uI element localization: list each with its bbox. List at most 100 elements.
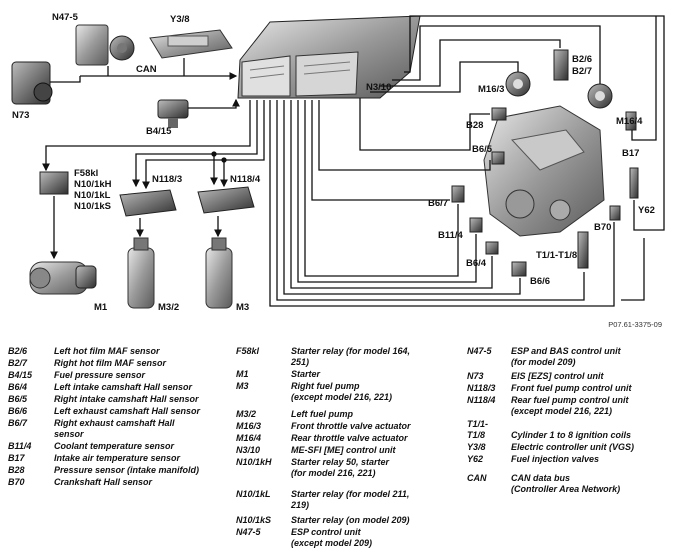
legend-description: Starter relay (for model 211, 219) (291, 489, 410, 510)
legend-code: B28 (8, 465, 25, 475)
b6-6-sensor (511, 261, 527, 277)
n3-10-control-unit (237, 15, 421, 99)
m3-fuel-pump (205, 237, 233, 309)
legend-description: Left fuel pump (291, 409, 353, 419)
legend-description: Starter relay (on model 209) (291, 515, 410, 525)
label-m3-2: M3/2 (158, 302, 179, 313)
b6-4-sensor (485, 241, 499, 255)
legend-description: Right hot film MAF sensor (54, 358, 166, 368)
legend-description: Left intake camshaft Hall sensor (54, 382, 193, 392)
legend-code: N47-5 (236, 527, 261, 537)
legend-code: Y62 (467, 454, 484, 464)
n47-5-unit (75, 24, 135, 66)
legend-row: B11/4 Coolant temperature sensor (8, 441, 223, 452)
label-y3-8: Y3/8 (170, 14, 190, 25)
legend-description: Coolant temperature sensor (54, 441, 175, 451)
label-b11-4: B11/4 (438, 230, 464, 241)
b17-sensor (625, 111, 637, 131)
legend-code: B6/4 (8, 382, 28, 392)
b4-15-sensor (157, 99, 189, 128)
label-b70: B70 (594, 222, 611, 233)
y62-injector (629, 167, 639, 199)
label-b2-7: B2/7 (572, 66, 592, 77)
legend-row: B4/15 Fuel pressure sensor (8, 370, 223, 381)
legend-description: Crankshaft Hall sensor (54, 477, 153, 487)
legend-description: Intake air temperature sensor (54, 453, 181, 463)
legend-row: B6/4 Left intake camshaft Hall sensor (8, 382, 223, 393)
legend-description: Left hot film MAF sensor (54, 346, 160, 356)
legend-code: B2/6 (8, 346, 28, 356)
label-b6-7: B6/7 (428, 198, 448, 209)
legend-description: CAN data bus (Controller Area Network) (511, 473, 621, 494)
legend-description: Electric controller unit (VGS) (511, 442, 635, 452)
legend-code: B6/7 (8, 418, 28, 428)
figure-reference-code: P07.61-3375-09 (608, 320, 662, 329)
label-can: CAN (136, 64, 157, 75)
legend-code: N10/1kL (236, 489, 271, 499)
y3-8-unit (149, 29, 233, 59)
m16-3-throttle (505, 71, 531, 97)
legend-code: T1/1- T1/8 (467, 419, 489, 440)
legend-code: M16/3 (236, 421, 262, 431)
legend-code: N73 (467, 371, 484, 381)
engine-block (483, 105, 605, 237)
b28-sensor (491, 107, 507, 121)
legend-code: F58kl (236, 346, 260, 356)
label-n3-10: N3/10 (366, 82, 391, 93)
legend-row: T1/1- T1/8 Cylinder 1 to 8 ignition coil… (467, 419, 672, 441)
n118-4-unit (197, 186, 255, 214)
legend-code: N10/1kS (236, 515, 272, 525)
legend-code: M16/4 (236, 433, 262, 443)
legend-row: N47-5 ESP and BAS control unit (for model… (467, 346, 672, 368)
label-b6-4: B6/4 (466, 258, 487, 269)
label-b6-6: B6/6 (530, 276, 550, 287)
label-b6-5: B6/5 (472, 144, 493, 155)
legend-description: Left exhaust camshaft Hall sensor (54, 406, 201, 416)
legend-row: B2/6 Left hot film MAF sensor (8, 346, 223, 357)
legend-row: B6/7 Right exhaust camshaft Hall sensor (8, 418, 223, 440)
legend-code: N3/10 (236, 445, 261, 455)
label-n118-3: N118/3 (152, 174, 182, 185)
label-b28: B28 (466, 120, 483, 131)
legend-description: Front throttle valve actuator (291, 421, 411, 431)
label-y62: Y62 (638, 205, 655, 216)
legend-code: B4/15 (8, 370, 33, 380)
n73-unit (11, 61, 53, 105)
label-b17: B17 (622, 148, 639, 159)
m16-4-throttle (587, 83, 613, 109)
legend-code: B11/4 (8, 441, 32, 451)
legend-description: Pressure sensor (intake manifold) (54, 465, 200, 475)
b6-7-sensor (451, 185, 465, 203)
label-m3: M3 (236, 302, 249, 313)
label-m1: M1 (94, 302, 108, 313)
label-n10-1ks: N10/1kS (74, 201, 111, 212)
label-n118-4: N118/4 (230, 174, 261, 185)
legend-description: ESP and BAS control unit (for model 209) (511, 346, 621, 367)
legend-code: N118/3 (467, 383, 496, 393)
label-n10-1kl: N10/1kL (74, 190, 111, 201)
legend-description: Right fuel pump (except model 216, 221) (291, 381, 393, 402)
legend-row: N10/1kL Starter relay (for model 211, 219… (236, 489, 454, 511)
label-n10-1kh: N10/1kH (74, 179, 112, 190)
legend-code: N47-5 (467, 346, 492, 356)
label-b4-15: B4/15 (146, 126, 172, 137)
legend-description: Right exhaust camshaft Hall sensor (54, 418, 175, 439)
label-b2-6: B2/6 (572, 54, 592, 65)
label-m16-4: M16/4 (616, 116, 643, 127)
legend-description: Fuel pressure sensor (54, 370, 146, 380)
label-n47-5: N47-5 (52, 12, 79, 23)
legend-code: N118/4 (467, 395, 496, 405)
